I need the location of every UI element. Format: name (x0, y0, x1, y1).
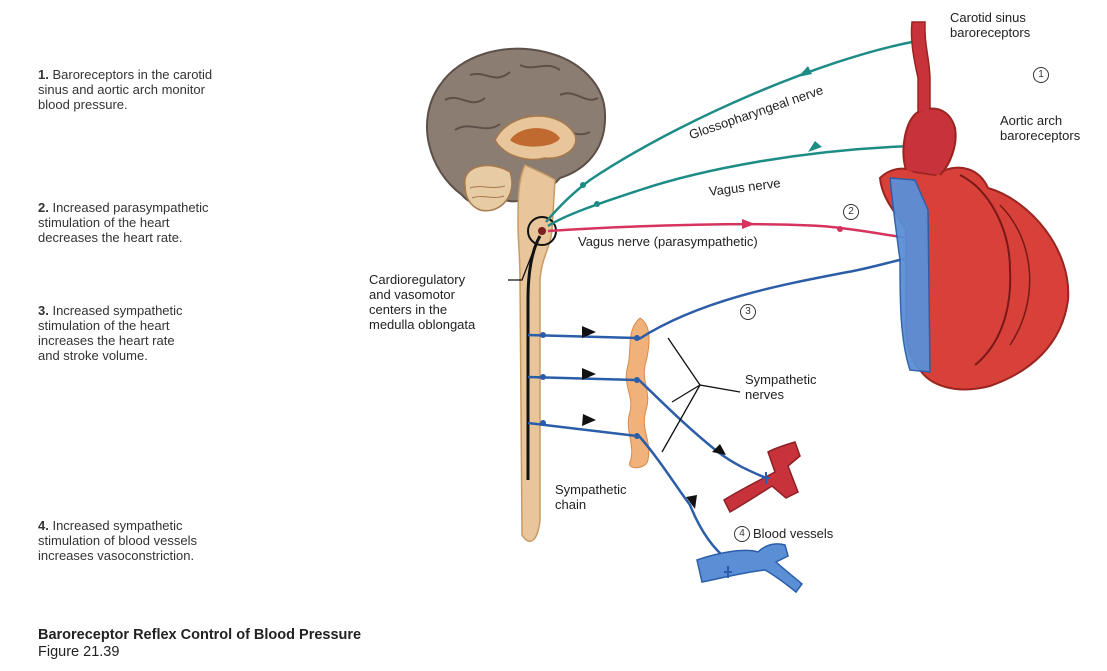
vagus-parasympathetic-label: Vagus nerve (parasympathetic) (578, 234, 758, 249)
caption-title: Baroreceptor Reflex Control of Blood Pre… (38, 627, 361, 644)
brain (427, 49, 605, 211)
figure-caption: Baroreceptor Reflex Control of Blood Pre… (38, 627, 361, 661)
step-2: 2. Increased parasympathetic stimulation… (38, 200, 298, 245)
spinal-cord (518, 165, 555, 541)
sympathetic-nerves (528, 258, 908, 560)
step-text: Increased sympathetic stimulation of the… (38, 303, 183, 363)
step-number: 3. (38, 303, 49, 318)
marker-2: 2 (843, 204, 859, 220)
step-number: 1. (38, 67, 49, 82)
step-3: 3. Increased sympathetic stimulation of … (38, 303, 298, 363)
step-number: 4. (38, 518, 49, 533)
marker-1: 1 (1033, 67, 1049, 83)
marker-3: 3 (740, 304, 756, 320)
aortic-arch-label: Aortic arch baroreceptors (1000, 113, 1080, 143)
step-4: 4. Increased sympathetic stimulation of … (38, 518, 298, 563)
step-number: 2. (38, 200, 49, 215)
step-1: 1. Baroreceptors in the carotid sinus an… (38, 67, 298, 112)
blood-vessels-label: Blood vessels (753, 526, 833, 541)
marker-4: 4 (734, 526, 750, 542)
cardioregulatory-centers-label: Cardioregulatory and vasomotor centers i… (369, 272, 475, 332)
sympathetic-nerves-label: Sympathetic nerves (745, 372, 817, 402)
step-text: Increased sympathetic stimulation of blo… (38, 518, 197, 563)
vein (697, 544, 802, 592)
sympathetic-chain-label: Sympathetic chain (555, 482, 627, 512)
step-text: Increased parasympathetic stimulation of… (38, 200, 209, 245)
sympathetic-nerves-pointers (662, 338, 740, 452)
step-text: Baroreceptors in the carotid sinus and a… (38, 67, 212, 112)
carotid-sinus-label: Carotid sinus baroreceptors (950, 10, 1030, 40)
caption-figure-number: Figure 21.39 (38, 644, 361, 661)
